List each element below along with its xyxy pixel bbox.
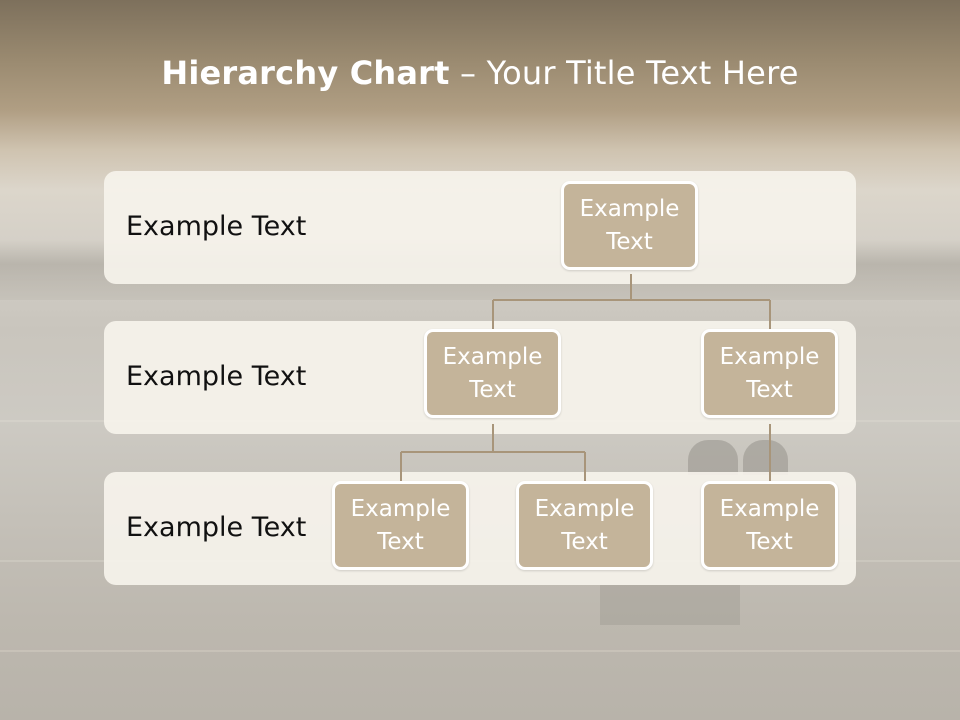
row-label-3: Example Text <box>126 512 307 543</box>
slide-title-rest: – Your Title Text Here <box>449 54 799 92</box>
water-reflection <box>0 650 960 652</box>
node-level2-left[interactable]: Example Text <box>424 329 561 418</box>
node-level3-b-label: Example Text <box>534 495 635 555</box>
node-level2-right-label: Example Text <box>719 343 820 403</box>
node-root[interactable]: Example Text <box>561 181 698 270</box>
node-level2-right[interactable]: Example Text <box>701 329 838 418</box>
node-level3-c[interactable]: Example Text <box>701 481 838 570</box>
people-silhouette <box>688 440 738 475</box>
slide-title-bold: Hierarchy Chart <box>161 54 450 92</box>
node-level3-c-label: Example Text <box>719 495 820 555</box>
dock-reflection <box>600 585 740 625</box>
node-level3-a-label: Example Text <box>350 495 451 555</box>
row-label-2: Example Text <box>126 361 307 392</box>
row-label-1: Example Text <box>126 211 307 242</box>
node-level2-left-label: Example Text <box>442 343 543 403</box>
people-silhouette <box>743 440 788 475</box>
node-root-label: Example Text <box>579 195 680 255</box>
node-level3-a[interactable]: Example Text <box>332 481 469 570</box>
slide-title: Hierarchy Chart – Your Title Text Here <box>0 54 960 92</box>
row-band-1 <box>104 171 856 284</box>
node-level3-b[interactable]: Example Text <box>516 481 653 570</box>
